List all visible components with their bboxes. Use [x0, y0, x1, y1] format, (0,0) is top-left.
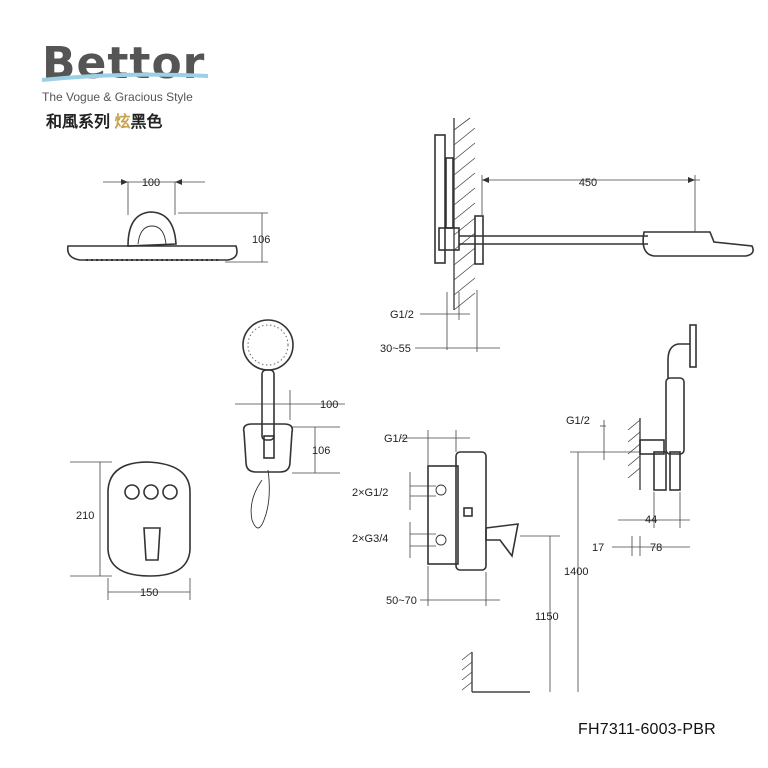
- handheld-width-label: 100: [320, 399, 338, 411]
- height-1400-label: 1400: [564, 566, 588, 578]
- arm-length-label: 450: [579, 177, 597, 189]
- series-label: 和風系列 炫黑色: [46, 108, 162, 132]
- valve-mid-thread-label: 2×G1/2: [352, 487, 388, 499]
- overhead-shower-front-view: 100 106: [66, 177, 270, 263]
- holder-44-label: 44: [645, 514, 657, 526]
- handheld-height-label: 106: [312, 445, 330, 457]
- model-code: FH7311-6003-PBR: [578, 721, 716, 738]
- wall-hatch-top: [453, 117, 476, 311]
- holder-side-view: G1/2 44 17 78: [566, 324, 697, 556]
- height-1150-label: 1150: [535, 611, 559, 623]
- overhead-shower-side-view: 450 G1/2 30~55: [380, 117, 754, 355]
- overhead-height-label: 106: [252, 234, 270, 246]
- plate-height-label: 210: [76, 510, 94, 522]
- wall-thread-label: G1/2: [390, 309, 414, 321]
- floor-heights: 1150 1400: [461, 451, 640, 693]
- valve-top-thread-label: G1/2: [384, 433, 408, 445]
- holder-78-label: 78: [650, 542, 662, 554]
- brand-swoosh-icon: [41, 72, 209, 82]
- series-suffix: 黑色: [130, 114, 163, 131]
- holder-thread-label: G1/2: [566, 415, 590, 427]
- overhead-width-label: 100: [142, 177, 160, 189]
- wall-depth-label: 30~55: [380, 343, 411, 355]
- holder-17-label: 17: [592, 542, 604, 554]
- valve-depth-label: 50~70: [386, 595, 417, 607]
- series-highlight: 炫: [114, 114, 131, 131]
- valve-low-thread-label: 2×G3/4: [352, 533, 388, 545]
- brand-tagline: The Vogue & Gracious Style: [42, 90, 193, 104]
- plate-width-label: 150: [140, 587, 158, 599]
- hand-shower: 100 106: [235, 319, 345, 529]
- mixer-plate: 210 150: [70, 461, 191, 600]
- brand-name: Bettor: [42, 38, 206, 89]
- series-prefix: 和風系列: [46, 114, 115, 131]
- valve-side-view: G1/2 2×G1/2 2×G3/4 50~70: [352, 430, 519, 607]
